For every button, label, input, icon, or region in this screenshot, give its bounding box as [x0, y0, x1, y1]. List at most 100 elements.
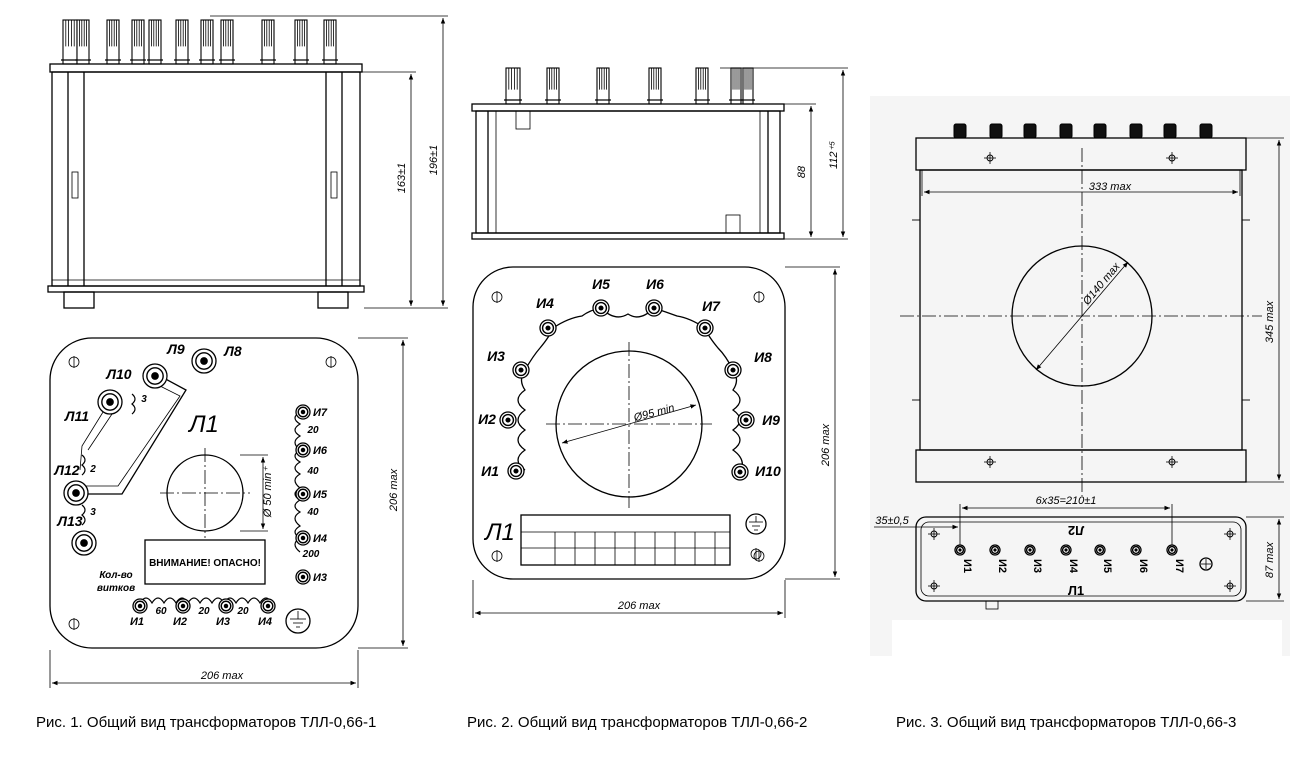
terminal-ring	[297, 532, 309, 544]
label-left-1: И4	[536, 295, 554, 311]
terminal-post-icon	[260, 19, 276, 65]
mount-mark-icon	[984, 456, 996, 468]
turns-right-4: 200	[302, 549, 320, 560]
terminal-ring	[1095, 545, 1105, 555]
terminal-cap-icon	[1059, 123, 1073, 139]
label-i3: И3	[1031, 559, 1043, 573]
terminal-ring	[67, 484, 85, 502]
terminal-ring	[1131, 545, 1141, 555]
fig2-height-total-dim: 112⁺⁵	[828, 141, 840, 169]
terminal-stud	[1064, 548, 1068, 552]
turns-bottom-2: 20	[197, 606, 210, 617]
terminal-cap-icon	[1199, 123, 1213, 139]
fig1-depth-dim: 206 max	[388, 468, 400, 512]
terminal-post-icon	[694, 67, 710, 105]
label-right-3: И9	[762, 412, 780, 428]
terminal-right-5	[295, 569, 311, 585]
label-right-2: И6	[313, 445, 328, 457]
label-i5: И5	[1101, 559, 1113, 573]
post-body	[131, 19, 145, 65]
terminal-post-icon	[75, 19, 91, 65]
terminal-right-4	[731, 463, 749, 481]
terminal-post-icon	[130, 19, 146, 65]
warning-plate-text: ВНИМАНИЕ! ОПАСНО!	[149, 558, 261, 569]
mount-mark-icon	[1166, 152, 1178, 164]
label-right-1: И7	[313, 407, 328, 419]
terminal-post-icon	[105, 19, 121, 65]
post-body	[596, 67, 610, 105]
terminal-left-2	[512, 361, 530, 379]
terminal-stud	[743, 417, 749, 423]
terminal-stud	[300, 409, 306, 415]
terminal-stud	[737, 469, 743, 475]
fig1-height-total-dim: 196±1	[428, 145, 440, 176]
fig3-spacing-dim: 6x35=210±1	[1036, 495, 1097, 507]
turns-right-1: 20	[306, 425, 319, 436]
coil-icon	[81, 504, 86, 526]
terminal-left-3	[499, 411, 517, 429]
turns-right-2: 40	[306, 466, 319, 477]
terminal-stud	[106, 398, 114, 406]
fig2-terminal-posts	[504, 67, 755, 105]
fig1-height-main-dim: 163±1	[396, 163, 408, 194]
fig3-caption: Рис. 3. Общий вид трансформаторов ТЛЛ-0,…	[896, 714, 1236, 731]
terminal-ring	[509, 464, 523, 478]
terminal-stud	[651, 305, 657, 311]
turns-right-3: 40	[306, 507, 319, 518]
terminal-ring	[262, 600, 274, 612]
terminal-l13	[71, 530, 97, 556]
terminal-bottom-2	[175, 598, 191, 614]
label-l9: Л9	[166, 341, 185, 357]
post-body	[200, 19, 214, 65]
figure-3: 333 max Ø140 max 345 max 6x35=210±1 35±0…	[870, 96, 1290, 731]
mount-mark-icon	[984, 152, 996, 164]
terminal-stud	[518, 367, 524, 373]
label-i2: И2	[996, 559, 1008, 573]
label-top-1: И5	[592, 276, 610, 292]
terminal-ring	[146, 367, 164, 385]
fig3-mount-marks	[912, 152, 1250, 468]
label-bottom-1: И1	[130, 616, 144, 628]
terminal-cap-icon	[1023, 123, 1037, 139]
post-body	[148, 19, 162, 65]
fig3-offset-dim: 35±0,5	[875, 515, 909, 527]
terminal-post-icon	[293, 19, 309, 65]
fig2-caption: Рис. 2. Общий вид трансформаторов ТЛЛ-0,…	[467, 714, 807, 731]
fig3-bottom-primary-label: Л1	[1068, 583, 1084, 598]
mount-hole-icon	[68, 356, 80, 368]
mount-hole-icon	[753, 291, 765, 303]
terminal-post-icon	[61, 19, 79, 65]
terminal-right-1	[696, 319, 714, 337]
mount-hole-icon	[325, 356, 337, 368]
fig1-front-view: Ø 50 min⁺ Л1 ВНИМАНИЕ! ОПАСНО! Кол-во ви…	[49, 337, 408, 688]
label-left-4: И1	[481, 463, 499, 479]
fig2-depth-dim: 206 max	[820, 423, 832, 467]
terminal-stud	[300, 535, 306, 541]
label-right-3: И5	[313, 489, 328, 501]
terminal-stud	[180, 603, 186, 609]
terminal-ring	[134, 600, 146, 612]
terminal-right-4	[295, 530, 311, 546]
terminal-left-4	[507, 462, 525, 480]
terminal-stud	[72, 489, 80, 497]
terminal-ring	[297, 571, 309, 583]
terminal-ring	[990, 545, 1000, 555]
terminal-i7	[1166, 544, 1178, 556]
terminal-bottom-4	[260, 598, 276, 614]
turns-caption-line1: Кол-во	[99, 570, 132, 581]
terminal-stud	[1028, 548, 1032, 552]
terminal-cap-icon	[953, 123, 967, 139]
terminal-ring	[594, 301, 608, 315]
fig3-terminal-caps	[953, 123, 1213, 139]
label-right-1: И7	[702, 298, 721, 314]
terminal-stud	[265, 603, 271, 609]
terminal-post-icon	[174, 19, 190, 65]
mount-hole-icon	[753, 550, 765, 562]
terminal-post-icon	[504, 67, 522, 105]
fig1-side-view: 163±1 196±1	[47, 15, 448, 309]
